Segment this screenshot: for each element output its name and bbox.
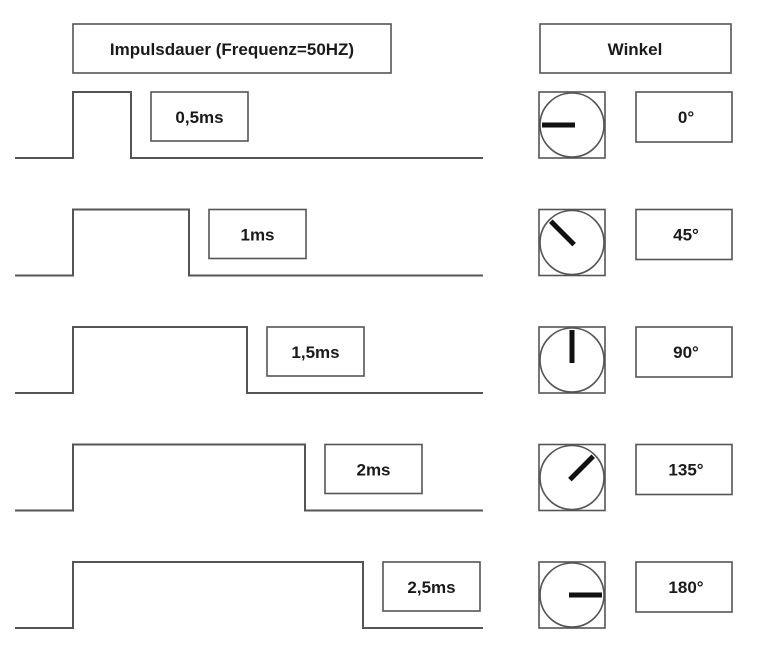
angle-label: 180° bbox=[668, 578, 703, 597]
angle-dial-icon bbox=[538, 561, 606, 629]
dial-needle bbox=[549, 219, 576, 247]
row: 2ms 135° bbox=[15, 443, 733, 512]
angle-label: 135° bbox=[668, 461, 703, 480]
angle-dial-icon bbox=[538, 326, 606, 394]
angle-label: 90° bbox=[673, 343, 699, 362]
angle-dial-icon bbox=[538, 91, 606, 159]
rows-layer: 0,5ms 0° 1ms 45° 1,5ms 90° 2ms 135° 2,5ms 180° bbox=[15, 91, 733, 629]
row: 2,5ms 180° bbox=[15, 561, 733, 629]
angle-label: 45° bbox=[673, 226, 699, 245]
pulse-label-box: 1ms bbox=[208, 208, 307, 260]
angle-label-box: 180° bbox=[635, 561, 733, 613]
angle-dial-icon bbox=[538, 208, 606, 277]
pulse-waveform bbox=[15, 326, 483, 394]
pulse-waveform bbox=[15, 443, 483, 512]
row: 1ms 45° bbox=[15, 208, 733, 277]
pulse-waveform bbox=[15, 561, 483, 629]
pulse-label: 2ms bbox=[356, 461, 390, 480]
pulse-label-box: 2ms bbox=[324, 443, 423, 495]
angle-label-box: 90° bbox=[635, 326, 733, 378]
pulse-label-box: 1,5ms bbox=[266, 326, 365, 377]
dial-needle bbox=[568, 454, 595, 482]
pulse-label-box: 2,5ms bbox=[382, 561, 481, 612]
pulse-label-box: 0,5ms bbox=[150, 91, 249, 142]
row: 0,5ms 0° bbox=[15, 91, 733, 159]
row: 1,5ms 90° bbox=[15, 326, 733, 394]
angle-label-box: 0° bbox=[635, 91, 733, 143]
angle-label: 0° bbox=[678, 108, 694, 127]
pulse-label: 2,5ms bbox=[407, 578, 455, 597]
pulse-label: 1,5ms bbox=[291, 343, 339, 362]
pulse-label: 0,5ms bbox=[175, 108, 223, 127]
header-angle-label: Winkel bbox=[608, 40, 663, 59]
pulse-label: 1ms bbox=[240, 226, 274, 245]
angle-label-box: 135° bbox=[635, 443, 733, 496]
header-pulse-label: Impulsdauer (Frequenz=50HZ) bbox=[110, 40, 354, 59]
pulse-waveform bbox=[15, 91, 483, 159]
header-pulse: Impulsdauer (Frequenz=50HZ) bbox=[72, 23, 392, 74]
angle-label-box: 45° bbox=[635, 208, 733, 261]
pulse-waveform bbox=[15, 208, 483, 277]
header-angle: Winkel bbox=[539, 23, 732, 74]
angle-dial-icon bbox=[538, 443, 606, 512]
